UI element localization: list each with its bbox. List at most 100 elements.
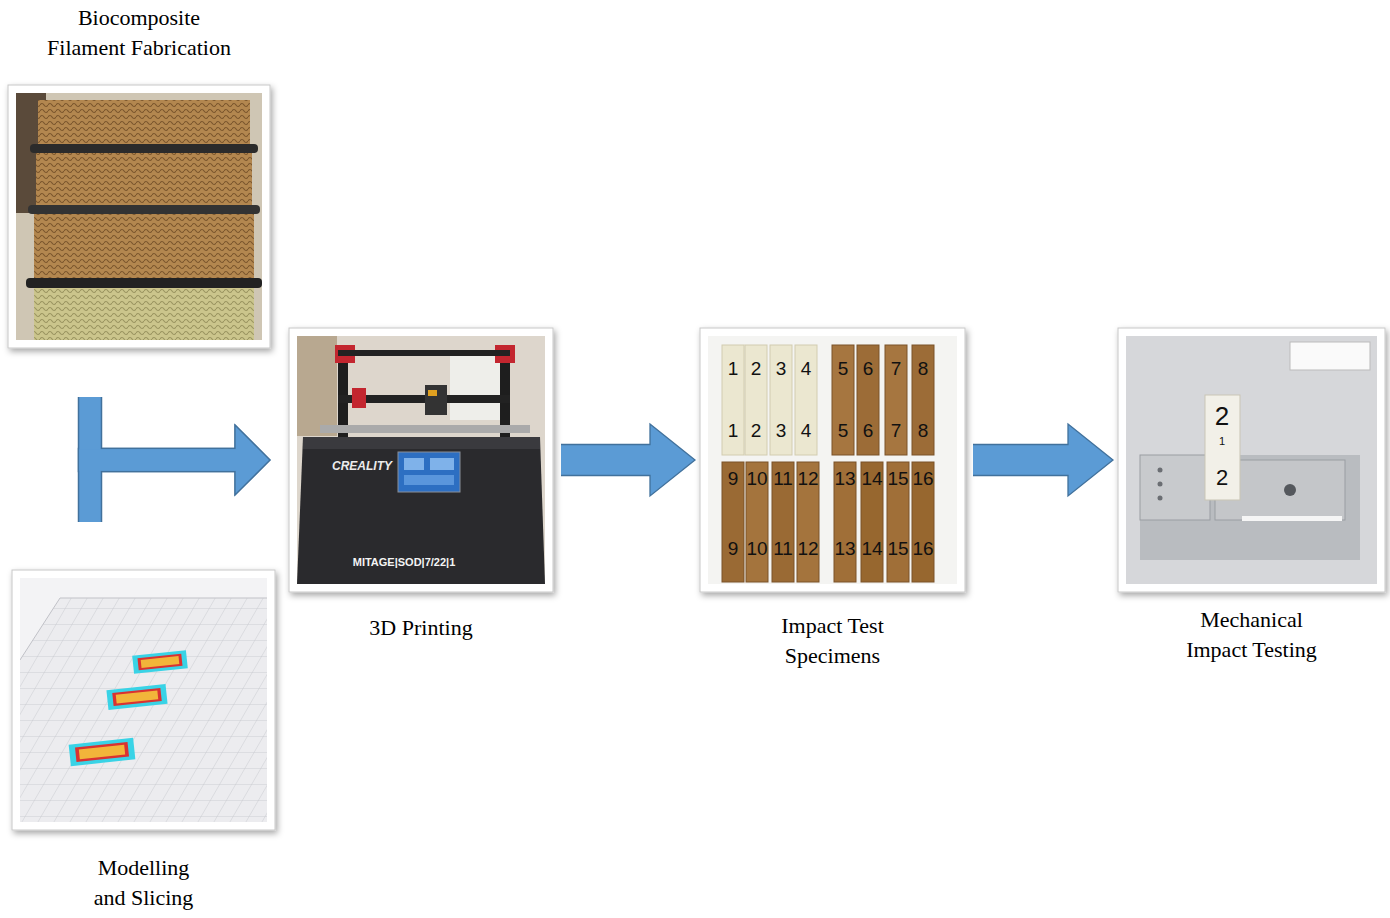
specimen-strip <box>861 462 883 582</box>
slicer-preview <box>60 598 267 599</box>
specimen-number: 12 <box>797 469 818 488</box>
specimen-number: 10 <box>746 469 767 488</box>
printer-photo <box>398 452 460 492</box>
printer-photo <box>297 336 337 436</box>
filament-spools-photo <box>36 153 252 205</box>
printer-photo <box>425 385 447 415</box>
specimen-strip <box>745 345 767 455</box>
specimen-number: 5 <box>838 421 849 440</box>
filament-spools-photo <box>30 144 258 153</box>
slicer-preview <box>20 578 267 822</box>
photo-panel: 3D Printing <box>289 328 553 592</box>
photo-panel: Biocomposite Filament Fabrication <box>8 85 270 348</box>
impact-tester-photo <box>1290 342 1370 370</box>
photo-frame <box>8 85 1385 830</box>
impact-tester-photo <box>1140 455 1360 560</box>
specimen-number: 11 <box>773 469 793 488</box>
specimen-number: 6 <box>863 421 874 440</box>
impact-tester-photo <box>1205 395 1240 500</box>
flow-arrow <box>561 444 652 477</box>
step-caption: Mechanical Impact Testing <box>1169 605 1334 665</box>
photo-frame <box>1118 328 1385 592</box>
printer-photo <box>297 336 545 584</box>
specimen-strip <box>912 462 934 582</box>
slicer-preview <box>116 690 158 703</box>
specimen-number: 4 <box>801 421 812 440</box>
specimen-strip <box>885 345 907 455</box>
filament-spools-photo <box>16 93 262 340</box>
specimen-number: 16 <box>912 469 933 488</box>
printer-photo <box>297 336 545 584</box>
specimen-number: 14 <box>861 469 882 488</box>
slicer-preview <box>75 742 129 762</box>
slicer-preview <box>106 684 167 710</box>
specimen-number: 1 <box>728 359 739 378</box>
specimen-number: 7 <box>891 421 902 440</box>
specimen-number: 15 <box>887 539 908 558</box>
filament-spools-photo <box>28 205 260 214</box>
flow-arrow <box>235 425 270 495</box>
arrow-head <box>650 424 695 496</box>
specimen-number: 9 <box>728 539 739 558</box>
impact-tester-photo <box>1126 336 1377 584</box>
step-caption: 3D Printing <box>321 613 521 643</box>
filament-spools-photo <box>26 278 262 288</box>
specimen-strip <box>795 345 817 455</box>
specimen-number: 12 <box>797 539 818 558</box>
arrow-fill-layer <box>90 397 1070 522</box>
specimen-strip <box>912 345 934 455</box>
specimen-number: 3 <box>776 359 787 378</box>
slicer-preview <box>20 578 267 822</box>
specimen-number: 2 <box>1216 467 1228 489</box>
printer-photo <box>430 458 454 470</box>
photo-frame <box>700 328 965 592</box>
flow-arrow <box>90 460 237 522</box>
specimen-number: 2 <box>751 359 762 378</box>
specimen-number: 2 <box>1215 403 1229 429</box>
specimen-number: 2 <box>751 421 762 440</box>
specimen-number: 8 <box>918 359 929 378</box>
printer-brand: CREALITY <box>332 460 392 472</box>
photo-panel: Mechanical Impact Testing <box>1118 328 1385 592</box>
arrow-head <box>1068 424 1113 496</box>
filament-spools-photo <box>16 93 262 340</box>
printer-photo <box>303 437 540 449</box>
specimen-strip <box>722 345 744 455</box>
slicer-preview <box>79 745 125 759</box>
printer-photo <box>352 388 366 408</box>
flow-arrow <box>973 444 1070 477</box>
specimen-number: 15 <box>887 469 908 488</box>
step-caption: Impact Test Specimens <box>763 611 903 671</box>
specimen-number: 6 <box>863 359 874 378</box>
printer-tag: MITAGE|SOD|7/22|1 <box>353 557 456 568</box>
slicer-preview <box>69 738 136 766</box>
specimen-strip <box>722 462 744 582</box>
slicer-preview <box>20 598 60 660</box>
filament-spools-photo <box>34 214 254 278</box>
impact-tester-photo <box>1158 468 1163 473</box>
printer-photo <box>450 350 500 420</box>
slicer-preview <box>137 654 182 671</box>
impact-tester-photo <box>1242 516 1342 521</box>
specimen-strip <box>722 345 934 582</box>
slicer-preview <box>69 738 136 766</box>
specimen-strip <box>797 462 819 582</box>
specimen-strip <box>887 462 909 582</box>
printer-photo <box>320 425 530 433</box>
printer-photo <box>297 437 545 584</box>
filament-spools-photo <box>38 100 250 146</box>
flow-arrow <box>650 424 695 496</box>
flow-arrow <box>1068 424 1113 496</box>
slicer-preview <box>132 650 188 674</box>
specimen-number: 10 <box>746 539 767 558</box>
impact-tester-photo <box>1140 455 1210 520</box>
specimens-photo <box>708 336 957 584</box>
step-caption: Modelling and Slicing <box>81 853 206 913</box>
specimen-strip <box>722 345 817 455</box>
printer-photo <box>338 350 510 356</box>
specimen-number: 8 <box>918 421 929 440</box>
